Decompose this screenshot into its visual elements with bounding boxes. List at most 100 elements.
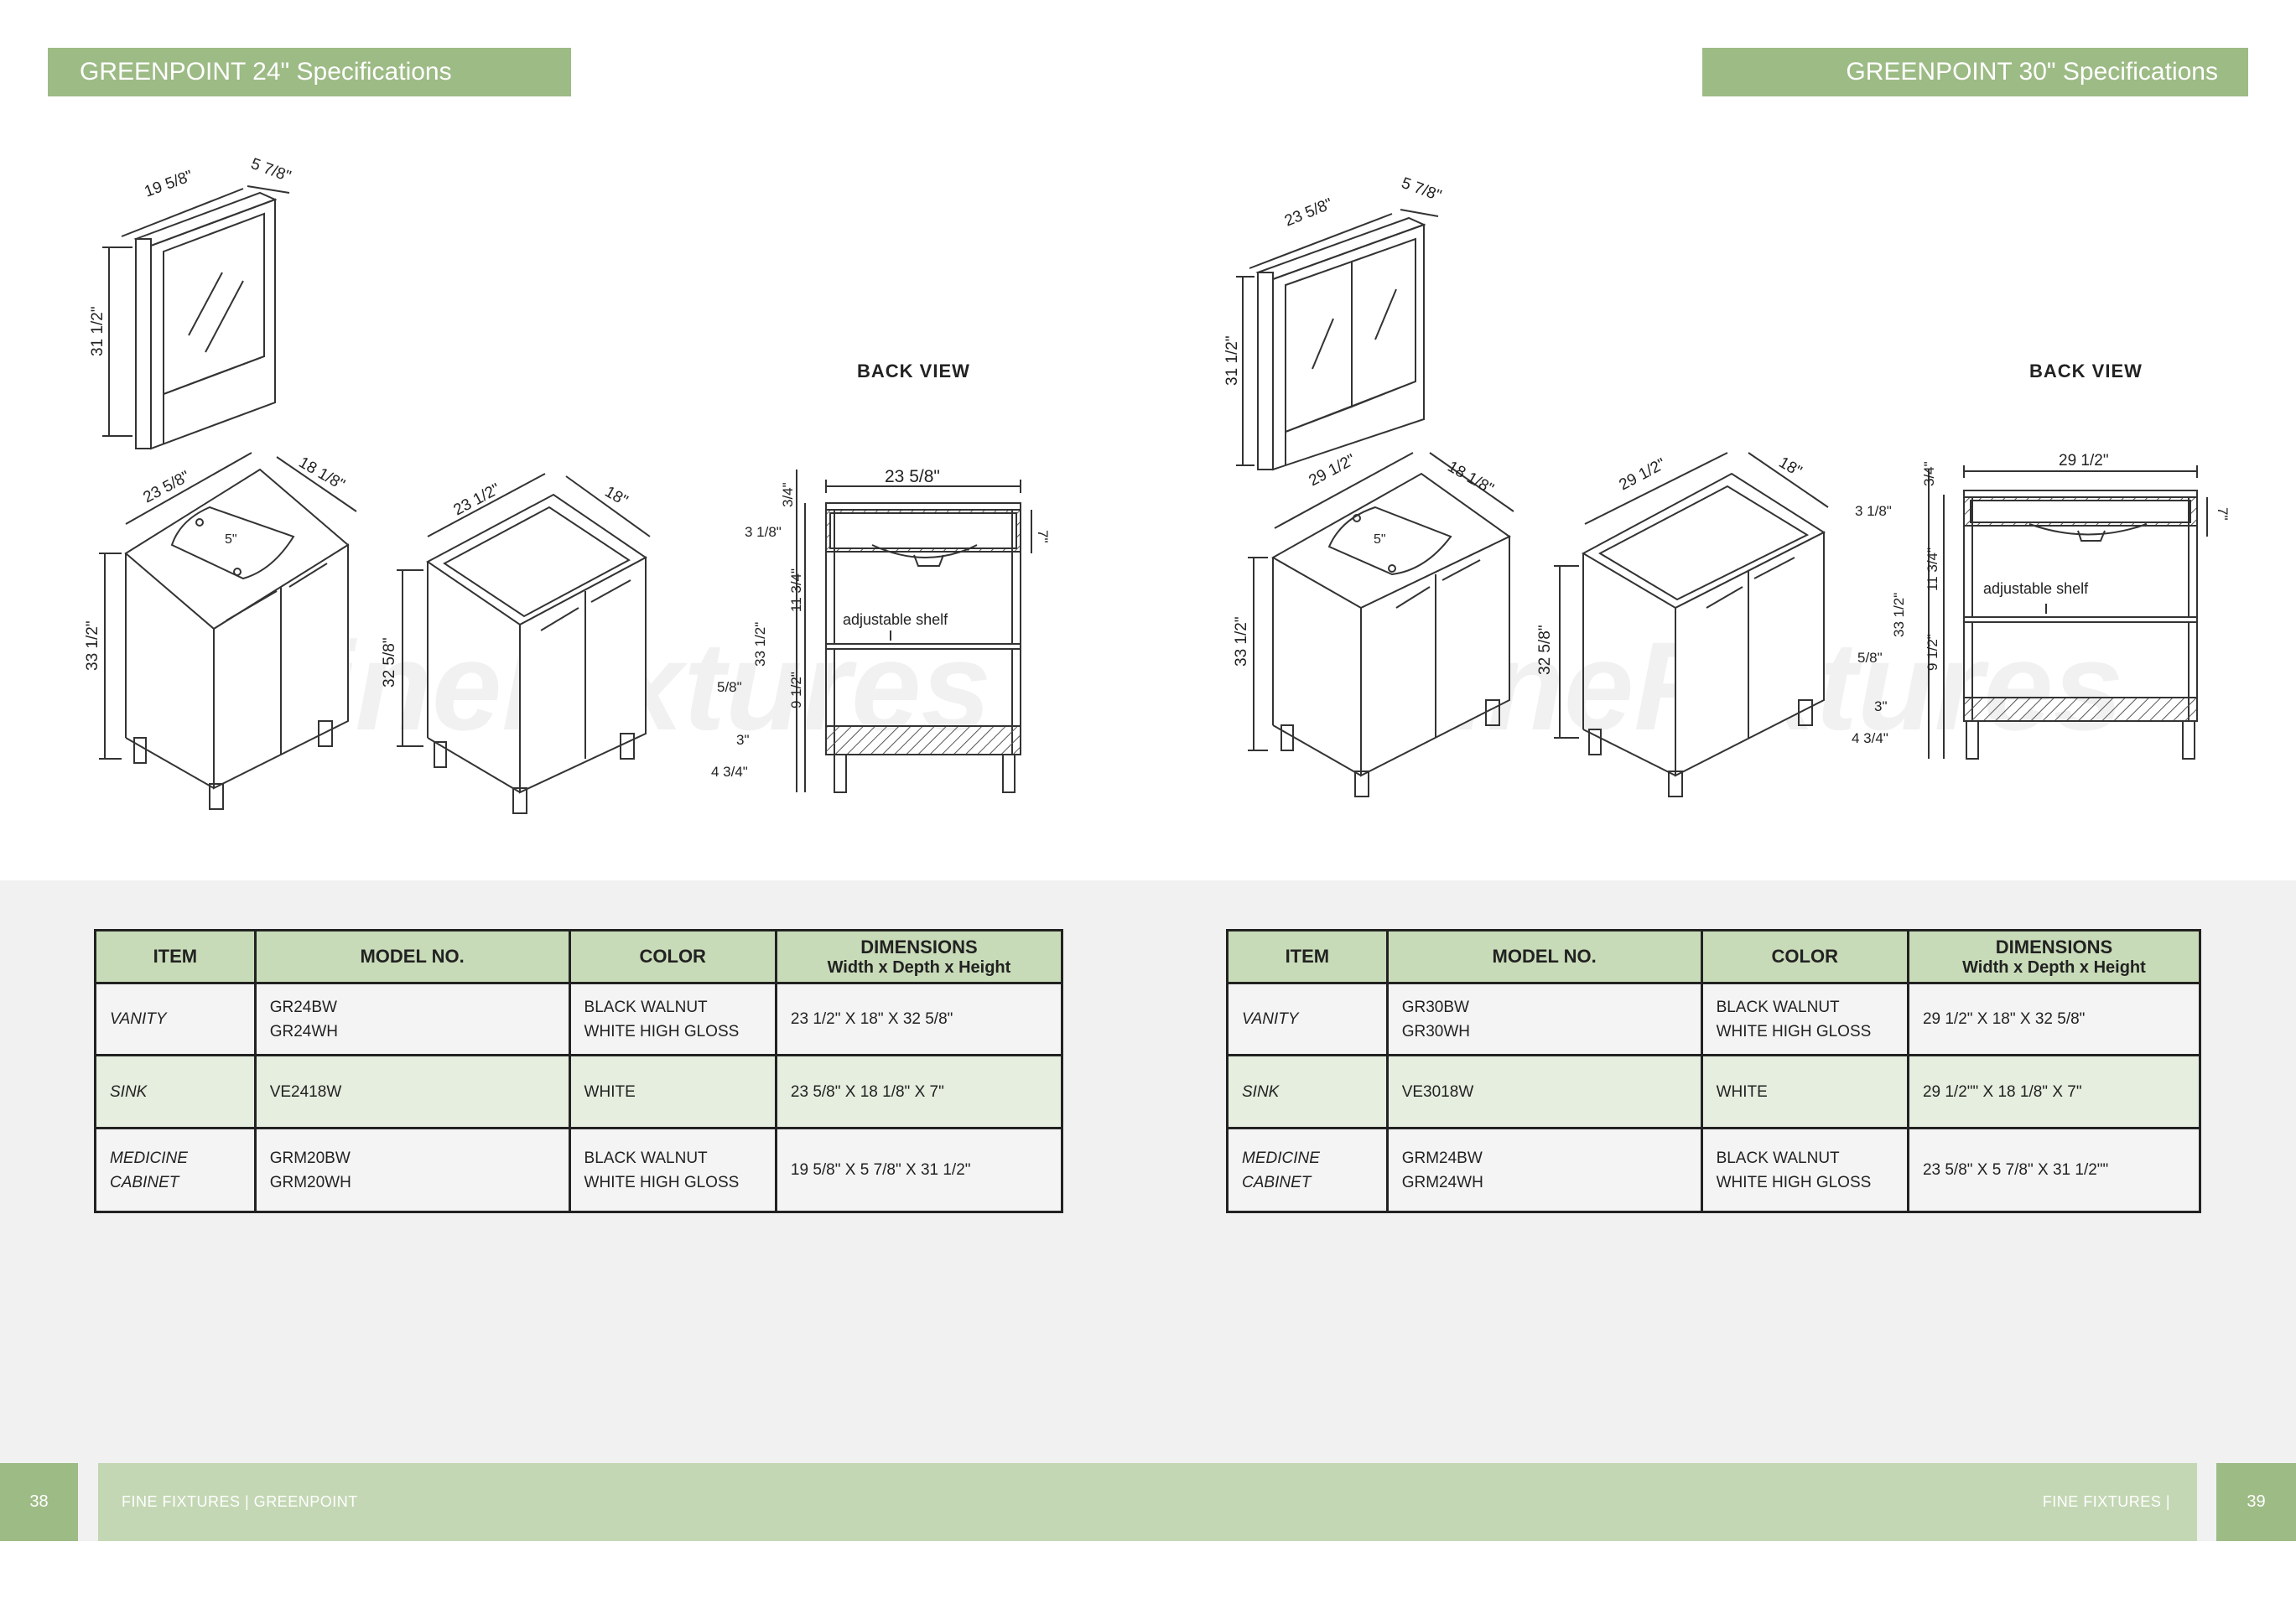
right-bv-c: 33 1/2" xyxy=(1891,593,1907,637)
row-item: SINK xyxy=(94,1054,257,1129)
left-bv-d: 5/8" xyxy=(717,679,742,695)
header-color: COLOR xyxy=(568,929,777,984)
left-bowl-dim: 5" xyxy=(225,532,237,547)
left-back-view xyxy=(796,470,1032,793)
row-item: SINK xyxy=(1226,1054,1389,1129)
technical-drawings: FineFixtures FineFixtures 19 5/8" 5 7/8"… xyxy=(84,155,2231,814)
left-bv-f: 3" xyxy=(736,732,750,748)
right-back-view xyxy=(1928,465,2208,760)
left-vanity-front xyxy=(99,452,357,810)
left-spec-header: GREENPOINT 24" Specifications xyxy=(48,48,571,96)
right-vanity-cabinet xyxy=(1554,452,1829,797)
right-cab-depth: 18" xyxy=(1776,454,1805,480)
right-mc-depth: 5 7/8" xyxy=(1399,174,1443,205)
right-bv-top: 3/4" xyxy=(1921,461,1937,486)
left-bv-b: 11 3/4" xyxy=(788,568,804,612)
right-spec-header: GREENPOINT 30" Specifications xyxy=(1702,48,2248,96)
row-dimensions: 29 1/2" X 18" X 32 5/8" xyxy=(1906,982,2202,1056)
right-medicine-cabinet xyxy=(1236,209,1439,471)
right-vanity-height: 33 1/2" xyxy=(1233,616,1250,667)
row-color: WHITE xyxy=(1700,1054,1909,1129)
right-mc-height: 31 1/2" xyxy=(1223,335,1241,386)
row-dimensions: 23 5/8" X 5 7/8" X 31 1/2"" xyxy=(1906,1127,2202,1213)
header-item: ITEM xyxy=(94,929,257,984)
left-mc-depth: 5 7/8" xyxy=(248,155,293,185)
row-item: VANITY xyxy=(1226,982,1389,1056)
left-mc-width: 19 5/8" xyxy=(143,168,195,201)
right-bv-g: 4 3/4" xyxy=(1852,730,1888,746)
left-back-view-title: BACK VIEW xyxy=(857,361,970,381)
row-model: VE2418W xyxy=(253,1054,571,1129)
footer-bar xyxy=(98,1463,2197,1541)
header-item: ITEM xyxy=(1226,929,1389,984)
left-bv-side: 7" xyxy=(1035,530,1051,543)
right-bv-d: 5/8" xyxy=(1857,650,1883,666)
row-dimensions: 29 1/2"" X 18 1/8" X 7" xyxy=(1906,1054,2202,1129)
table-row: SINK VE2418W WHITE 23 5/8" X 18 1/8" X 7… xyxy=(94,1054,1064,1129)
drawings-area xyxy=(0,0,2296,880)
right-bv-width: 29 1/2" xyxy=(2059,452,2109,470)
right-cab-height: 32 5/8" xyxy=(1536,625,1554,675)
header-model: MODEL NO. xyxy=(1385,929,1703,984)
left-shelf-label: adjustable shelf xyxy=(843,611,948,628)
right-bv-f: 3" xyxy=(1874,698,1888,714)
left-page-number: 38 xyxy=(0,1463,78,1541)
right-shelf-label: adjustable shelf xyxy=(1983,580,2089,597)
left-vanity-cabinet xyxy=(397,473,651,814)
right-bv-a: 3 1/8" xyxy=(1855,503,1892,519)
row-item: VANITY xyxy=(94,982,257,1056)
left-bv-c: 33 1/2" xyxy=(752,622,768,667)
row-dimensions: 23 1/2" X 18" X 32 5/8" xyxy=(774,982,1064,1056)
table-row: SINK VE3018W WHITE 29 1/2"" X 18 1/8" X … xyxy=(1226,1054,2202,1129)
right-bv-side: 7" xyxy=(2215,507,2231,521)
left-cab-height: 32 5/8" xyxy=(381,637,398,688)
right-bv-b: 11 3/4" xyxy=(1925,547,1940,591)
right-sink-depth: 18 1/8" xyxy=(1445,458,1497,498)
row-model: VE3018W xyxy=(1385,1054,1703,1129)
right-bv-e: 9 1/2" xyxy=(1925,634,1940,671)
left-footer-text: FINE FIXTURES | GREENPOINT xyxy=(122,1493,358,1510)
right-back-view-title: BACK VIEW xyxy=(2029,361,2143,381)
left-bv-a: 3 1/8" xyxy=(745,524,782,540)
left-vanity-height: 33 1/2" xyxy=(84,620,101,671)
left-bv-top: 3/4" xyxy=(780,482,796,507)
right-bowl-dim: 5" xyxy=(1374,532,1386,547)
row-dimensions: 23 5/8" X 18 1/8" X 7" xyxy=(774,1054,1064,1129)
right-page-number: 39 xyxy=(2216,1463,2296,1541)
right-mc-width: 23 5/8" xyxy=(1282,195,1335,231)
right-vanity-front xyxy=(1248,452,1514,797)
right-cab-width: 29 1/2" xyxy=(1616,455,1668,495)
left-bv-e: 9 1/2" xyxy=(788,672,804,708)
row-color: WHITE xyxy=(568,1054,777,1129)
left-medicine-cabinet xyxy=(102,185,290,450)
header-color: COLOR xyxy=(1700,929,1909,984)
left-cab-width: 23 1/2" xyxy=(450,480,502,520)
row-dimensions: 19 5/8" X 5 7/8" X 31 1/2" xyxy=(774,1127,1064,1213)
left-bv-g: 4 3/4" xyxy=(711,764,748,780)
right-footer-text: FINE FIXTURES | GREENPOINT xyxy=(2042,1493,2170,1588)
left-bv-width: 23 5/8" xyxy=(885,467,940,486)
right-sink-width: 29 1/2" xyxy=(1306,451,1358,490)
left-mc-height: 31 1/2" xyxy=(89,306,106,356)
